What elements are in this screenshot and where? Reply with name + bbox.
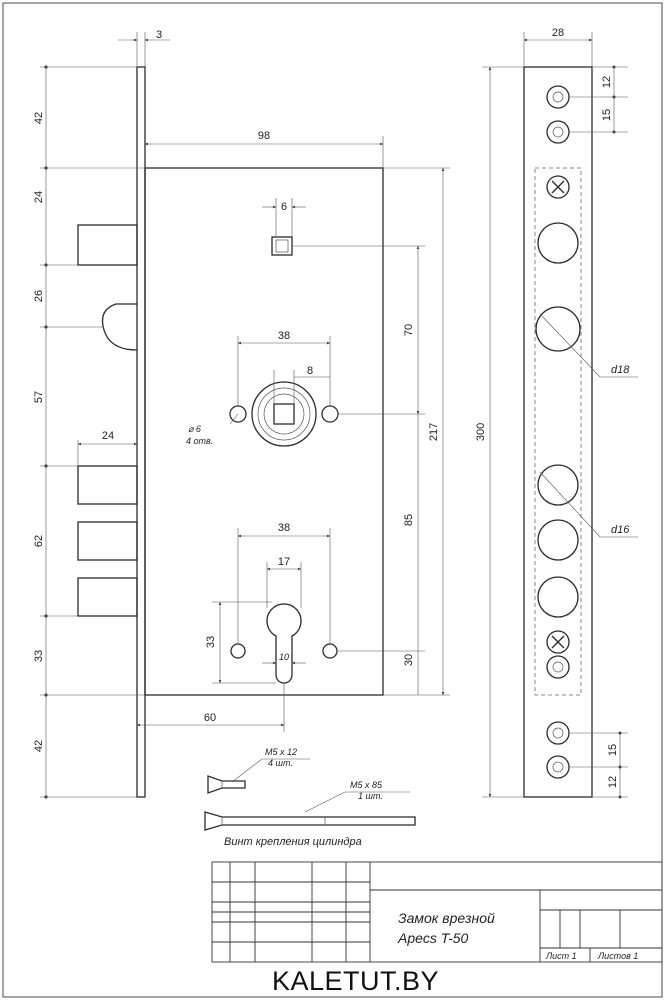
- strike-screw-bottom: [546, 630, 570, 654]
- hole-diameter-label: ⌀ 6: [188, 424, 201, 434]
- dim-strike-hole-spacing-top: 15: [601, 109, 613, 121]
- lock-body-dimensions: [40, 32, 450, 813]
- dim-faceplate-thickness: 3: [156, 29, 162, 41]
- label-d18: d18: [611, 364, 630, 376]
- dim-latch-height: 26: [33, 290, 45, 302]
- strike-plate-view: [523, 66, 593, 798]
- dim-strike-width: 28: [552, 27, 564, 39]
- title-block: Замок врезной Apecs T-50 Лист 1 Листов 1: [211, 861, 663, 963]
- dim-strike-total: 300: [475, 423, 487, 441]
- strike-plate-dimension-labels: 28 300 12 15 15 12 d18 d16: [475, 27, 630, 788]
- dim-body-height: 217: [428, 423, 440, 441]
- dim-latch-to-bolts: 57: [33, 391, 45, 403]
- faceplate: [136, 66, 146, 798]
- screw-short-size: M5 x 12: [265, 747, 297, 757]
- screw-short-qty: 4 шт.: [268, 758, 293, 768]
- dim-cylinder-below: 33: [33, 650, 45, 662]
- cyl-hole-right: [322, 643, 338, 659]
- lock-body-view: [77, 66, 416, 831]
- screw-short: [207, 775, 246, 794]
- dim-backset: 60: [204, 712, 216, 724]
- dim-cylinder-slot: 10: [279, 652, 289, 662]
- label-d16: d16: [611, 524, 630, 536]
- dim-strike-hole-spacing-bottom: 15: [607, 744, 619, 756]
- strike-hole-d16: [537, 464, 579, 506]
- dim-bolt-throw: 24: [102, 430, 114, 442]
- strike-dashed-outline: [534, 167, 582, 696]
- hub-hole-right: [321, 405, 339, 423]
- screw-long: [204, 811, 416, 831]
- dim-spindle-square-inner: 8: [307, 365, 313, 377]
- strike-plate: [523, 66, 593, 798]
- dim-spindle-square: 6: [281, 201, 287, 213]
- dim-spindle-holes-spacing: 38: [278, 330, 290, 342]
- hole-count-label: 4 отв.: [186, 436, 213, 446]
- bolt-2: [77, 521, 138, 561]
- bolt-1: [77, 465, 138, 505]
- cylinder-cutout: [266, 603, 302, 684]
- screw-caption: Винт крепления цилиндра: [224, 836, 362, 848]
- dim-cylinder-hole-height: 33: [205, 636, 217, 648]
- strike-hole-d18: [535, 306, 581, 352]
- spindle-hub: [251, 381, 317, 447]
- dim-spindle-to-cylinder: 85: [403, 514, 415, 526]
- strike-plate-dimensions: [482, 32, 638, 799]
- bolt-3: [77, 577, 138, 617]
- screw-long-qty: 1 шт.: [358, 791, 383, 801]
- dim-cylinder-width: 17: [278, 556, 290, 568]
- dead-latch: [77, 224, 138, 266]
- lock-case: [144, 167, 384, 696]
- title-line-1: Замок врезной: [398, 910, 495, 926]
- brand-watermark: KALETUT.BY: [272, 966, 439, 996]
- title-line-2: Apecs T-50: [397, 930, 469, 946]
- lock-body-dimension-labels: 3 42 24 26 57 62 33 42 98 6 38 8 70 217 …: [33, 29, 440, 848]
- latch-tongue: [101, 303, 138, 351]
- dim-latch-top: 24: [33, 191, 45, 203]
- dim-bottom-offset: 42: [33, 740, 45, 752]
- dim-body-width: 98: [258, 130, 270, 142]
- dim-cylinder-holes-spacing: 38: [278, 522, 290, 534]
- dim-top-offset: 42: [33, 112, 45, 124]
- screw-long-size: M5 x 85: [350, 780, 383, 790]
- dim-strike-hole-bottom: 12: [607, 776, 619, 788]
- dim-spindle-to-square: 70: [403, 324, 415, 336]
- cyl-hole-left: [230, 643, 246, 659]
- sheets-total: Листов 1: [597, 951, 638, 961]
- strike-screw-top: [546, 175, 570, 199]
- dim-bolts-span: 62: [33, 535, 45, 547]
- dim-cylinder-to-bottom: 30: [403, 654, 415, 666]
- dim-strike-hole-top: 12: [601, 76, 613, 88]
- sheet-number: Лист 1: [545, 951, 577, 961]
